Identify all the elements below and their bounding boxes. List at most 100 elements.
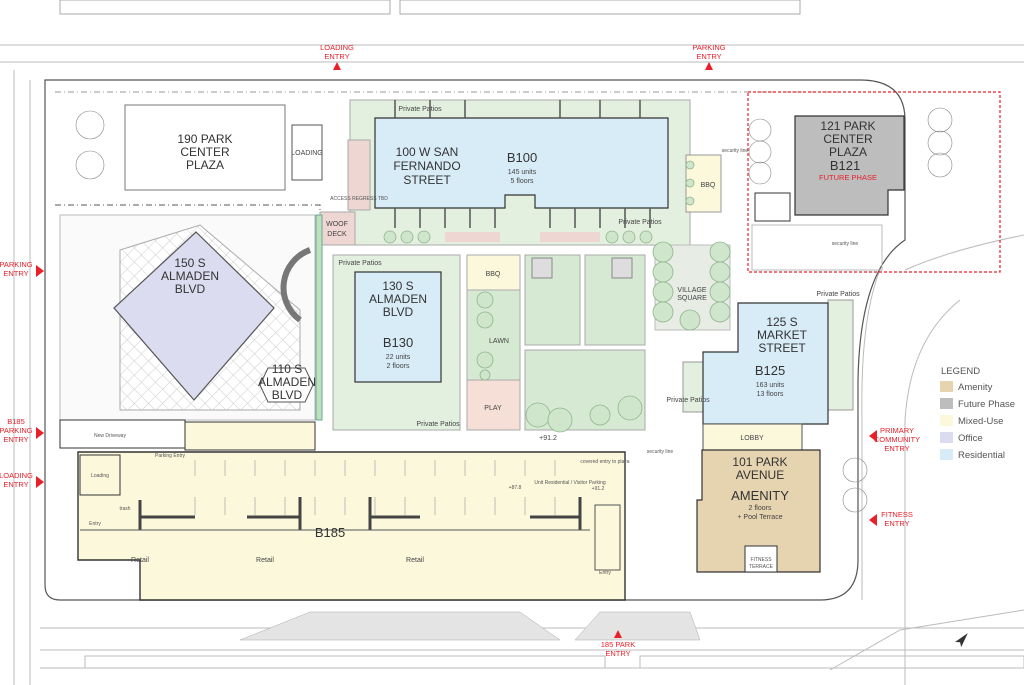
site-boundary (44, 79, 906, 601)
svg-text:ENTRY: ENTRY (696, 52, 721, 61)
retail-label: Retail (406, 557, 424, 564)
arrow-icon (36, 427, 44, 439)
private-patios-label: Private Patios (618, 219, 662, 226)
lobby[interactable]: LOBBY (702, 423, 803, 451)
b101-floors: 2 floors (749, 505, 772, 512)
svg-text:LOADING: LOADING (0, 471, 33, 480)
svg-text:Office: Office (958, 433, 983, 444)
legend-item-future-phase: Future Phase (940, 398, 1015, 410)
b130-name-line: BLVD (383, 305, 414, 319)
loading-dock: LOADING (291, 124, 323, 181)
retail-label: Retail (256, 557, 274, 564)
svg-text:B185: B185 (7, 417, 25, 426)
b100-code: B100 (507, 150, 537, 165)
b125-name-line: STREET (758, 341, 806, 355)
village-square-label: VILLAGE (677, 287, 707, 294)
b110-name-line: 110 S (272, 362, 302, 376)
legend-title: LEGEND (941, 366, 980, 377)
village-square-label: SQUARE (677, 295, 707, 302)
b110-name-line: ALMADEN (258, 375, 316, 389)
play-label: PLAY (484, 405, 502, 412)
legend-item-office: Office (940, 432, 983, 444)
svg-text:ENTRY: ENTRY (3, 480, 28, 489)
arrow-icon (333, 62, 341, 70)
b190-name-line: CENTER (180, 145, 230, 159)
b101-extra: + Pool Terrace (737, 514, 782, 521)
security-line-label: security line (722, 148, 749, 154)
legend-item-residential: Residential (940, 449, 1005, 461)
driveway-label: New Driveway (94, 433, 126, 439)
svg-text:LOBBY: LOBBY (740, 435, 764, 442)
b130-code: B130 (383, 335, 413, 350)
b190-name-line: 190 PARK (177, 132, 232, 146)
building-b130[interactable]: Private Patios Private Patios 130 S ALMA… (332, 254, 461, 431)
building-101-park-avenue-amenity[interactable]: 101 PARK AVENUE AMENITY 2 floors + Pool … (696, 449, 821, 573)
b101-name-line: AVENUE (736, 468, 784, 482)
svg-text:Amenity: Amenity (958, 382, 993, 393)
b125-code: B125 (755, 363, 785, 378)
legend: LEGEND Amenity Future Phase Mixed-Use Of… (940, 366, 1015, 461)
woof-deck: WOOF DECK (319, 211, 356, 246)
b121-name-line: PLAZA (829, 145, 867, 159)
b185-parking-entry-label: Parking Entry (155, 453, 186, 459)
b185-elevation-2: +91.2 (592, 486, 605, 492)
b121-code: B121 (830, 158, 860, 173)
private-patios-label: Private Patios (398, 106, 442, 113)
elevation-label: +91.2 (539, 435, 557, 442)
svg-text:185 PARK: 185 PARK (601, 640, 635, 649)
arrow-icon (869, 430, 877, 442)
b150-name-line: ALMADEN (161, 269, 219, 283)
b130-name-line: ALMADEN (369, 292, 427, 306)
building-b185[interactable]: New Driveway Loading trash Entry Entry B… (59, 419, 630, 601)
bbq-label: BBQ (486, 271, 501, 278)
building-b121-future-phase[interactable]: 121 PARK CENTER PLAZA B121 FUTURE PHASE … (722, 91, 1001, 273)
fitness-terrace-label: TERRACE (749, 564, 774, 570)
b121-name-line: CENTER (823, 132, 873, 146)
b130-units: 22 units (386, 354, 411, 361)
svg-text:PARKING: PARKING (0, 426, 33, 435)
svg-text:Future Phase: Future Phase (958, 399, 1015, 410)
legend-item-amenity: Amenity (940, 381, 993, 393)
svg-text:LOADING: LOADING (320, 43, 354, 52)
building-b125[interactable]: Private Patios Private Patios 125 S MARK… (666, 291, 860, 425)
building-b100[interactable]: Private Patios Private Patios 100 W SAN … (347, 99, 691, 246)
svg-text:PARKING: PARKING (0, 260, 33, 269)
svg-text:FITNESS: FITNESS (881, 510, 913, 519)
private-patios-label: Private Patios (816, 291, 860, 298)
b185-trash-label: trash (119, 506, 130, 512)
b125-name-line: 125 S (766, 315, 797, 329)
perimeter-trees (75, 107, 953, 513)
b125-name-line: MARKET (757, 328, 808, 342)
b121-status: FUTURE PHASE (819, 173, 877, 182)
private-patios-label: Private Patios (666, 397, 710, 404)
bbq-area-central (466, 254, 521, 291)
b125-floors: 13 floors (757, 391, 784, 398)
building-150-s-almaden-office[interactable]: 150 S ALMADEN BLVD 110 S ALMADEN BLVD (59, 214, 316, 421)
b110-name-line: BLVD (272, 388, 303, 402)
svg-text:BBQ: BBQ (701, 182, 716, 189)
arrow-icon (869, 514, 877, 526)
bbq-area-north: BBQ (685, 154, 722, 213)
b190-name-line: PLAZA (186, 158, 224, 172)
svg-text:ENTRY: ENTRY (324, 52, 349, 61)
green-wall (315, 214, 323, 421)
b101-name-line: 101 PARK (732, 455, 787, 469)
private-patios-label: Private Patios (338, 260, 382, 267)
svg-text:PARKING: PARKING (692, 43, 725, 52)
arrow-icon (36, 476, 44, 488)
building-190-park-center-plaza[interactable]: 190 PARK CENTER PLAZA (124, 104, 286, 191)
arrow-icon (705, 62, 713, 70)
svg-text:ENTRY: ENTRY (605, 649, 630, 658)
svg-text:ENTRY: ENTRY (3, 269, 28, 278)
svg-text:Residential: Residential (958, 450, 1005, 461)
svg-text:WOOF: WOOF (326, 221, 348, 228)
b101-use: AMENITY (731, 488, 789, 503)
play-area (466, 379, 521, 431)
north-arrow-icon (955, 633, 968, 648)
b100-units: 145 units (508, 169, 537, 176)
